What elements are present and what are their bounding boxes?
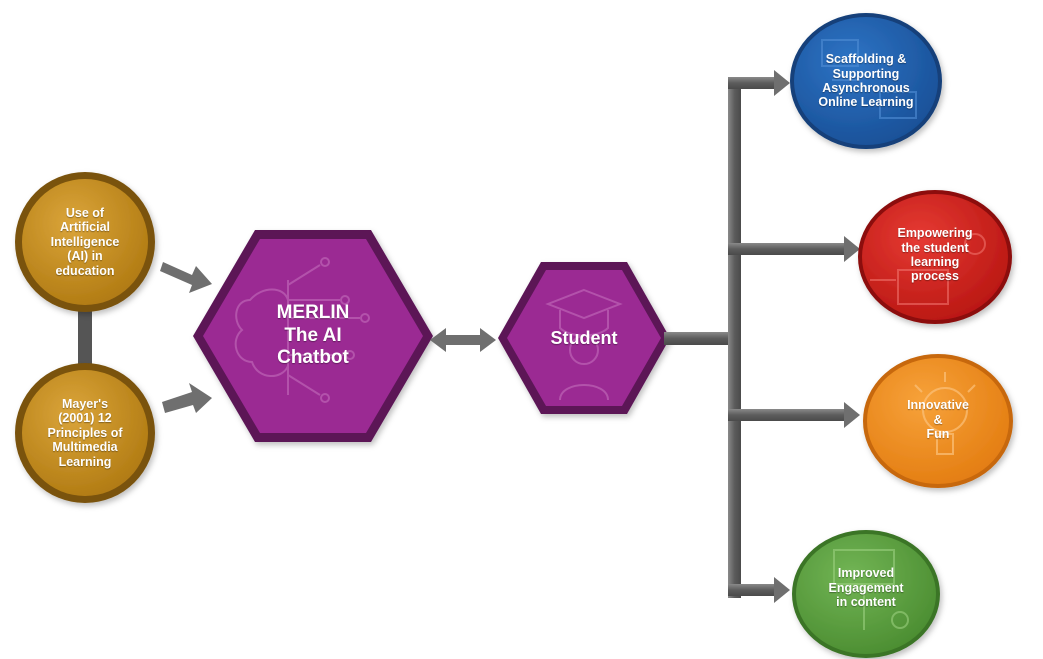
outcome-scaffolding-ellipse: [790, 13, 942, 149]
input-mayer-principles-label: Mayer's (2001) 12 Principles of Multimed…: [47, 397, 123, 469]
double-arrow-hub-student: [430, 328, 496, 352]
outcome-engagement-ellipse: [792, 530, 940, 658]
outcome-engagement-label: Improved Engagement in content: [828, 566, 904, 610]
trunk-horizontal: [664, 332, 740, 345]
arrow-input-to-hub-bottom: [162, 383, 212, 413]
merlin-hub-hexagon: [193, 230, 433, 442]
trunk-vertical: [728, 80, 741, 598]
input-mayer-principles-circle: [15, 363, 155, 503]
branch-arrow-1: [728, 70, 790, 96]
student-label: Student: [550, 327, 618, 348]
outcome-empowering-label: Empowering the student learning process: [897, 226, 973, 284]
teacher-icon: [870, 233, 986, 305]
outcome-innovative-label: Innovative & Fun: [907, 398, 969, 442]
monitor-icon: [821, 39, 917, 119]
brain-circuit-icon: [234, 257, 370, 403]
input-ai-education-circle: [15, 172, 155, 312]
branch-arrow-3: [728, 402, 860, 428]
outcome-scaffolding-label: Scaffolding & Supporting Asynchronous On…: [818, 52, 914, 110]
input-link-bar: [78, 300, 92, 380]
outcome-empowering-ellipse: [858, 190, 1012, 324]
presentation-icon: [833, 549, 909, 630]
input-ai-education-label: Use of Artificial Intelligence (AI) in e…: [50, 206, 120, 278]
merlin-hub-label: MERLIN The AI Chatbot: [276, 301, 350, 369]
branch-arrow-2: [728, 236, 860, 262]
arrow-input-to-hub-top: [160, 262, 212, 293]
branch-arrow-4: [728, 577, 790, 603]
outcome-innovative-ellipse: [863, 354, 1013, 488]
graduate-icon: [545, 288, 623, 401]
lightbulb-icon: [914, 372, 976, 455]
